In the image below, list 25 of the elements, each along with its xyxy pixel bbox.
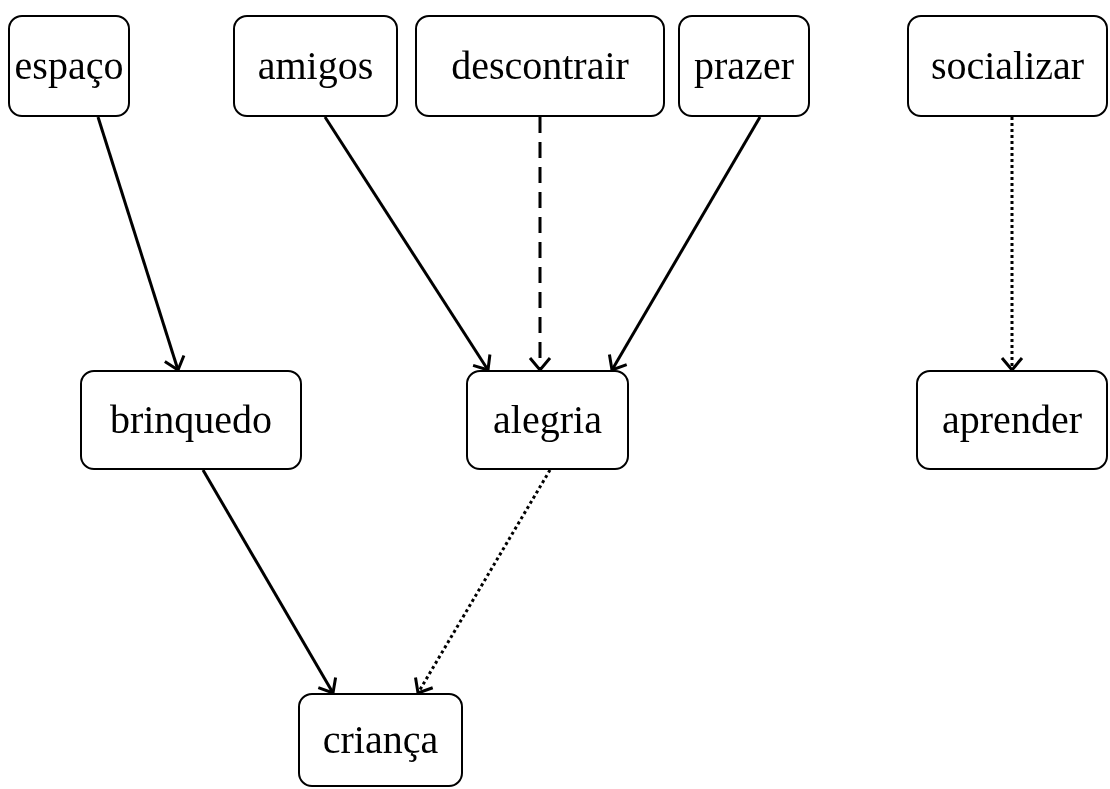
- concept-label: prazer: [694, 46, 794, 86]
- concept-box: [916, 370, 1108, 470]
- concept-label: alegria: [493, 400, 602, 440]
- concept-box: [233, 15, 398, 117]
- concept-label: aprender: [942, 400, 1082, 440]
- concept-label: socializar: [930, 46, 1085, 86]
- arrow: [528, 117, 552, 372]
- concept-label: brinquedo: [109, 400, 273, 440]
- concept-box: [466, 370, 629, 470]
- concept-label: amigos: [257, 46, 374, 86]
- concept-label: espaço: [14, 46, 124, 86]
- concept-label: descontrair: [451, 46, 629, 86]
- arrow: [201, 469, 338, 695]
- concept-box: [8, 15, 130, 117]
- arrow: [323, 116, 492, 372]
- concept-box: [907, 15, 1108, 117]
- arrow: [1000, 117, 1024, 372]
- concept-label: criança: [322, 720, 439, 760]
- concept-box: [80, 370, 302, 470]
- concept-box: [298, 693, 463, 787]
- concept-box: [678, 15, 810, 117]
- arrow: [414, 469, 552, 695]
- arrow: [607, 116, 762, 372]
- arrow: [96, 116, 186, 372]
- concept-box: [415, 15, 665, 117]
